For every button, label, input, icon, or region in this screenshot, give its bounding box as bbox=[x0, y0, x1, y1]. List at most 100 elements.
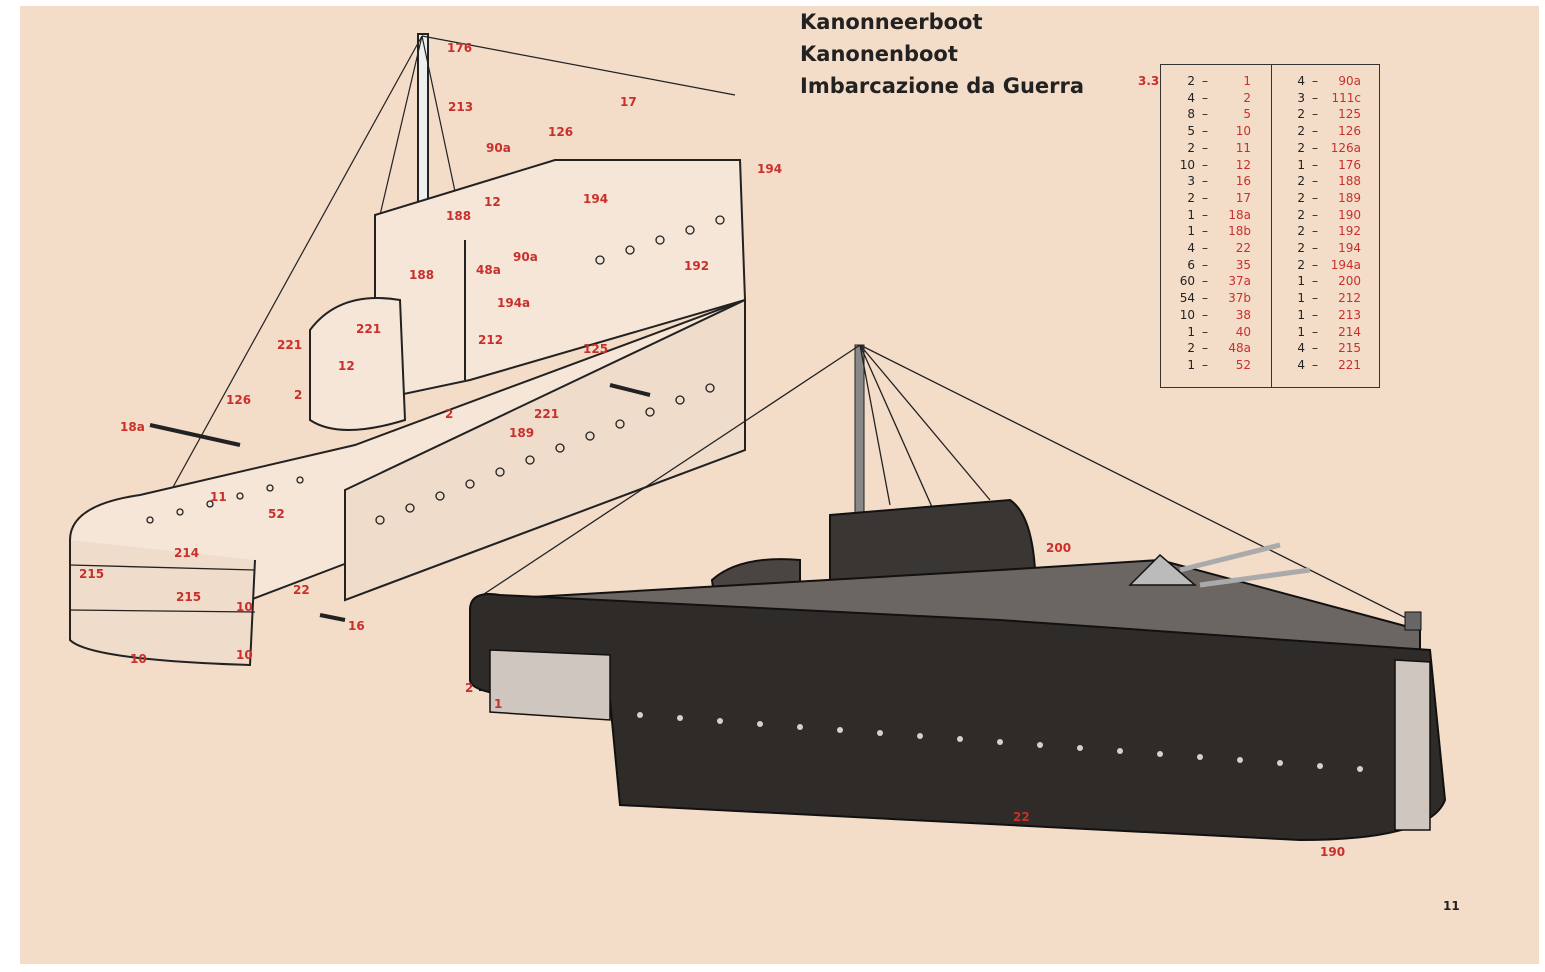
part-number: 215 bbox=[1338, 341, 1361, 356]
part-quantity: 54 bbox=[1179, 291, 1195, 306]
hull-bow bbox=[69, 540, 256, 667]
part-label: 190 bbox=[1320, 845, 1346, 859]
parts-list-row: 1–200 bbox=[1277, 273, 1361, 290]
part-label: 189 bbox=[509, 426, 535, 440]
part-dash: – bbox=[1312, 341, 1318, 356]
part-number: 18a bbox=[1228, 207, 1251, 222]
part-quantity: 10 bbox=[1179, 307, 1195, 322]
part-label: 17 bbox=[620, 95, 637, 109]
parts-list-row: 1–18a bbox=[1167, 207, 1251, 224]
part-quantity: 3 bbox=[1297, 90, 1305, 105]
part-label: 221 bbox=[534, 407, 560, 421]
part-quantity: 4 bbox=[1297, 357, 1305, 372]
parts-list-row: 2–125 bbox=[1277, 106, 1361, 123]
part-label: 194 bbox=[583, 192, 609, 206]
part-dash: – bbox=[1312, 190, 1318, 205]
parts-list-row: 1–213 bbox=[1277, 307, 1361, 324]
part-number: 1 bbox=[1243, 74, 1251, 88]
part-dash: – bbox=[1312, 224, 1318, 239]
part-label: 16 bbox=[348, 619, 365, 633]
part-dash: – bbox=[1312, 241, 1318, 256]
part-quantity: 1 bbox=[1297, 291, 1305, 306]
parts-list-row: 10–12 bbox=[1167, 157, 1251, 174]
part-quantity: 2 bbox=[1187, 341, 1195, 356]
part-dash: – bbox=[1202, 224, 1208, 239]
part-label: 213 bbox=[448, 100, 474, 114]
part-label: 194 bbox=[757, 162, 783, 176]
part-dash: – bbox=[1202, 90, 1208, 105]
mast-rod bbox=[417, 33, 429, 225]
part-dash: – bbox=[1202, 257, 1208, 272]
axle-rod bbox=[319, 613, 346, 622]
parts-list-row: 6–35 bbox=[1167, 257, 1251, 274]
part-dash: – bbox=[1312, 74, 1318, 88]
part-dash: – bbox=[1312, 140, 1318, 155]
part-quantity: 2 bbox=[1297, 190, 1305, 205]
part-quantity: 8 bbox=[1187, 107, 1195, 122]
title-block: Kanonneerboot Kanonenboot Imbarcazione d… bbox=[800, 6, 1084, 102]
part-label: 221 bbox=[277, 338, 303, 352]
part-dash: – bbox=[1202, 241, 1208, 256]
parts-list-row: 60–37a bbox=[1167, 273, 1251, 290]
parts-list-row: 2–11 bbox=[1167, 140, 1251, 157]
part-label: 221 bbox=[356, 322, 382, 336]
model-number: 3.3 bbox=[1138, 74, 1160, 88]
part-quantity: 1 bbox=[1297, 274, 1305, 289]
part-dash: – bbox=[1202, 307, 1208, 322]
part-number: 22 bbox=[1235, 241, 1251, 256]
parts-list-row: 1–40 bbox=[1167, 324, 1251, 341]
parts-list-row: 2–194a bbox=[1277, 257, 1361, 274]
part-number: 221 bbox=[1338, 357, 1361, 372]
part-number: 90a bbox=[1338, 74, 1361, 88]
part-label: 10 bbox=[236, 600, 253, 614]
part-dash: – bbox=[1202, 174, 1208, 189]
gun-rod bbox=[149, 423, 241, 447]
part-number: 176 bbox=[1338, 157, 1361, 172]
part-label: 188 bbox=[446, 209, 472, 223]
parts-list-row: 1–212 bbox=[1277, 290, 1361, 307]
parts-list-row: 1–214 bbox=[1277, 324, 1361, 341]
part-label: 126 bbox=[548, 125, 574, 139]
rigging-line bbox=[859, 344, 991, 501]
axle-rod bbox=[609, 383, 651, 397]
part-number: 189 bbox=[1338, 190, 1361, 205]
part-label: 2 bbox=[294, 388, 303, 402]
part-dash: – bbox=[1202, 107, 1208, 122]
hull-bow-plate bbox=[489, 649, 611, 721]
part-quantity: 1 bbox=[1297, 157, 1305, 172]
title-dutch: Kanonneerboot bbox=[800, 10, 983, 34]
part-quantity: 1 bbox=[1297, 307, 1305, 322]
part-number: 10 bbox=[1235, 124, 1251, 139]
part-quantity: 4 bbox=[1187, 241, 1195, 256]
parts-list-row: 4– 22 bbox=[1167, 240, 1251, 257]
stern-strip bbox=[1394, 659, 1431, 831]
parts-list-row: 4–90a bbox=[1277, 73, 1361, 90]
part-number: 11 bbox=[1235, 140, 1251, 155]
rigging-line bbox=[859, 344, 941, 526]
part-dash: – bbox=[1202, 140, 1208, 155]
part-label: 192 bbox=[684, 259, 710, 273]
parts-list-row: 2–48a bbox=[1167, 340, 1251, 357]
part-number: 194 bbox=[1338, 241, 1361, 256]
part-label: 90a bbox=[513, 250, 538, 264]
part-dash: – bbox=[1312, 257, 1318, 272]
part-dash: – bbox=[1312, 124, 1318, 139]
part-quantity: 60 bbox=[1179, 274, 1195, 289]
part-label: 125 bbox=[583, 342, 609, 356]
part-label: 90a bbox=[486, 141, 511, 155]
part-quantity: 3 bbox=[1187, 174, 1195, 189]
part-quantity: 1 bbox=[1187, 207, 1195, 222]
part-quantity: 2 bbox=[1297, 224, 1305, 239]
part-number: 2 bbox=[1243, 90, 1251, 105]
part-label: 194a bbox=[497, 296, 531, 310]
part-label: 12 bbox=[484, 195, 501, 209]
part-dash: – bbox=[1202, 274, 1208, 289]
part-number: 5 bbox=[1243, 107, 1251, 122]
part-number: 126 bbox=[1338, 124, 1361, 139]
part-label: 212 bbox=[478, 333, 504, 347]
part-label: 52 bbox=[268, 507, 285, 521]
part-label: 48a bbox=[476, 263, 501, 277]
part-quantity: 2 bbox=[1297, 207, 1305, 222]
